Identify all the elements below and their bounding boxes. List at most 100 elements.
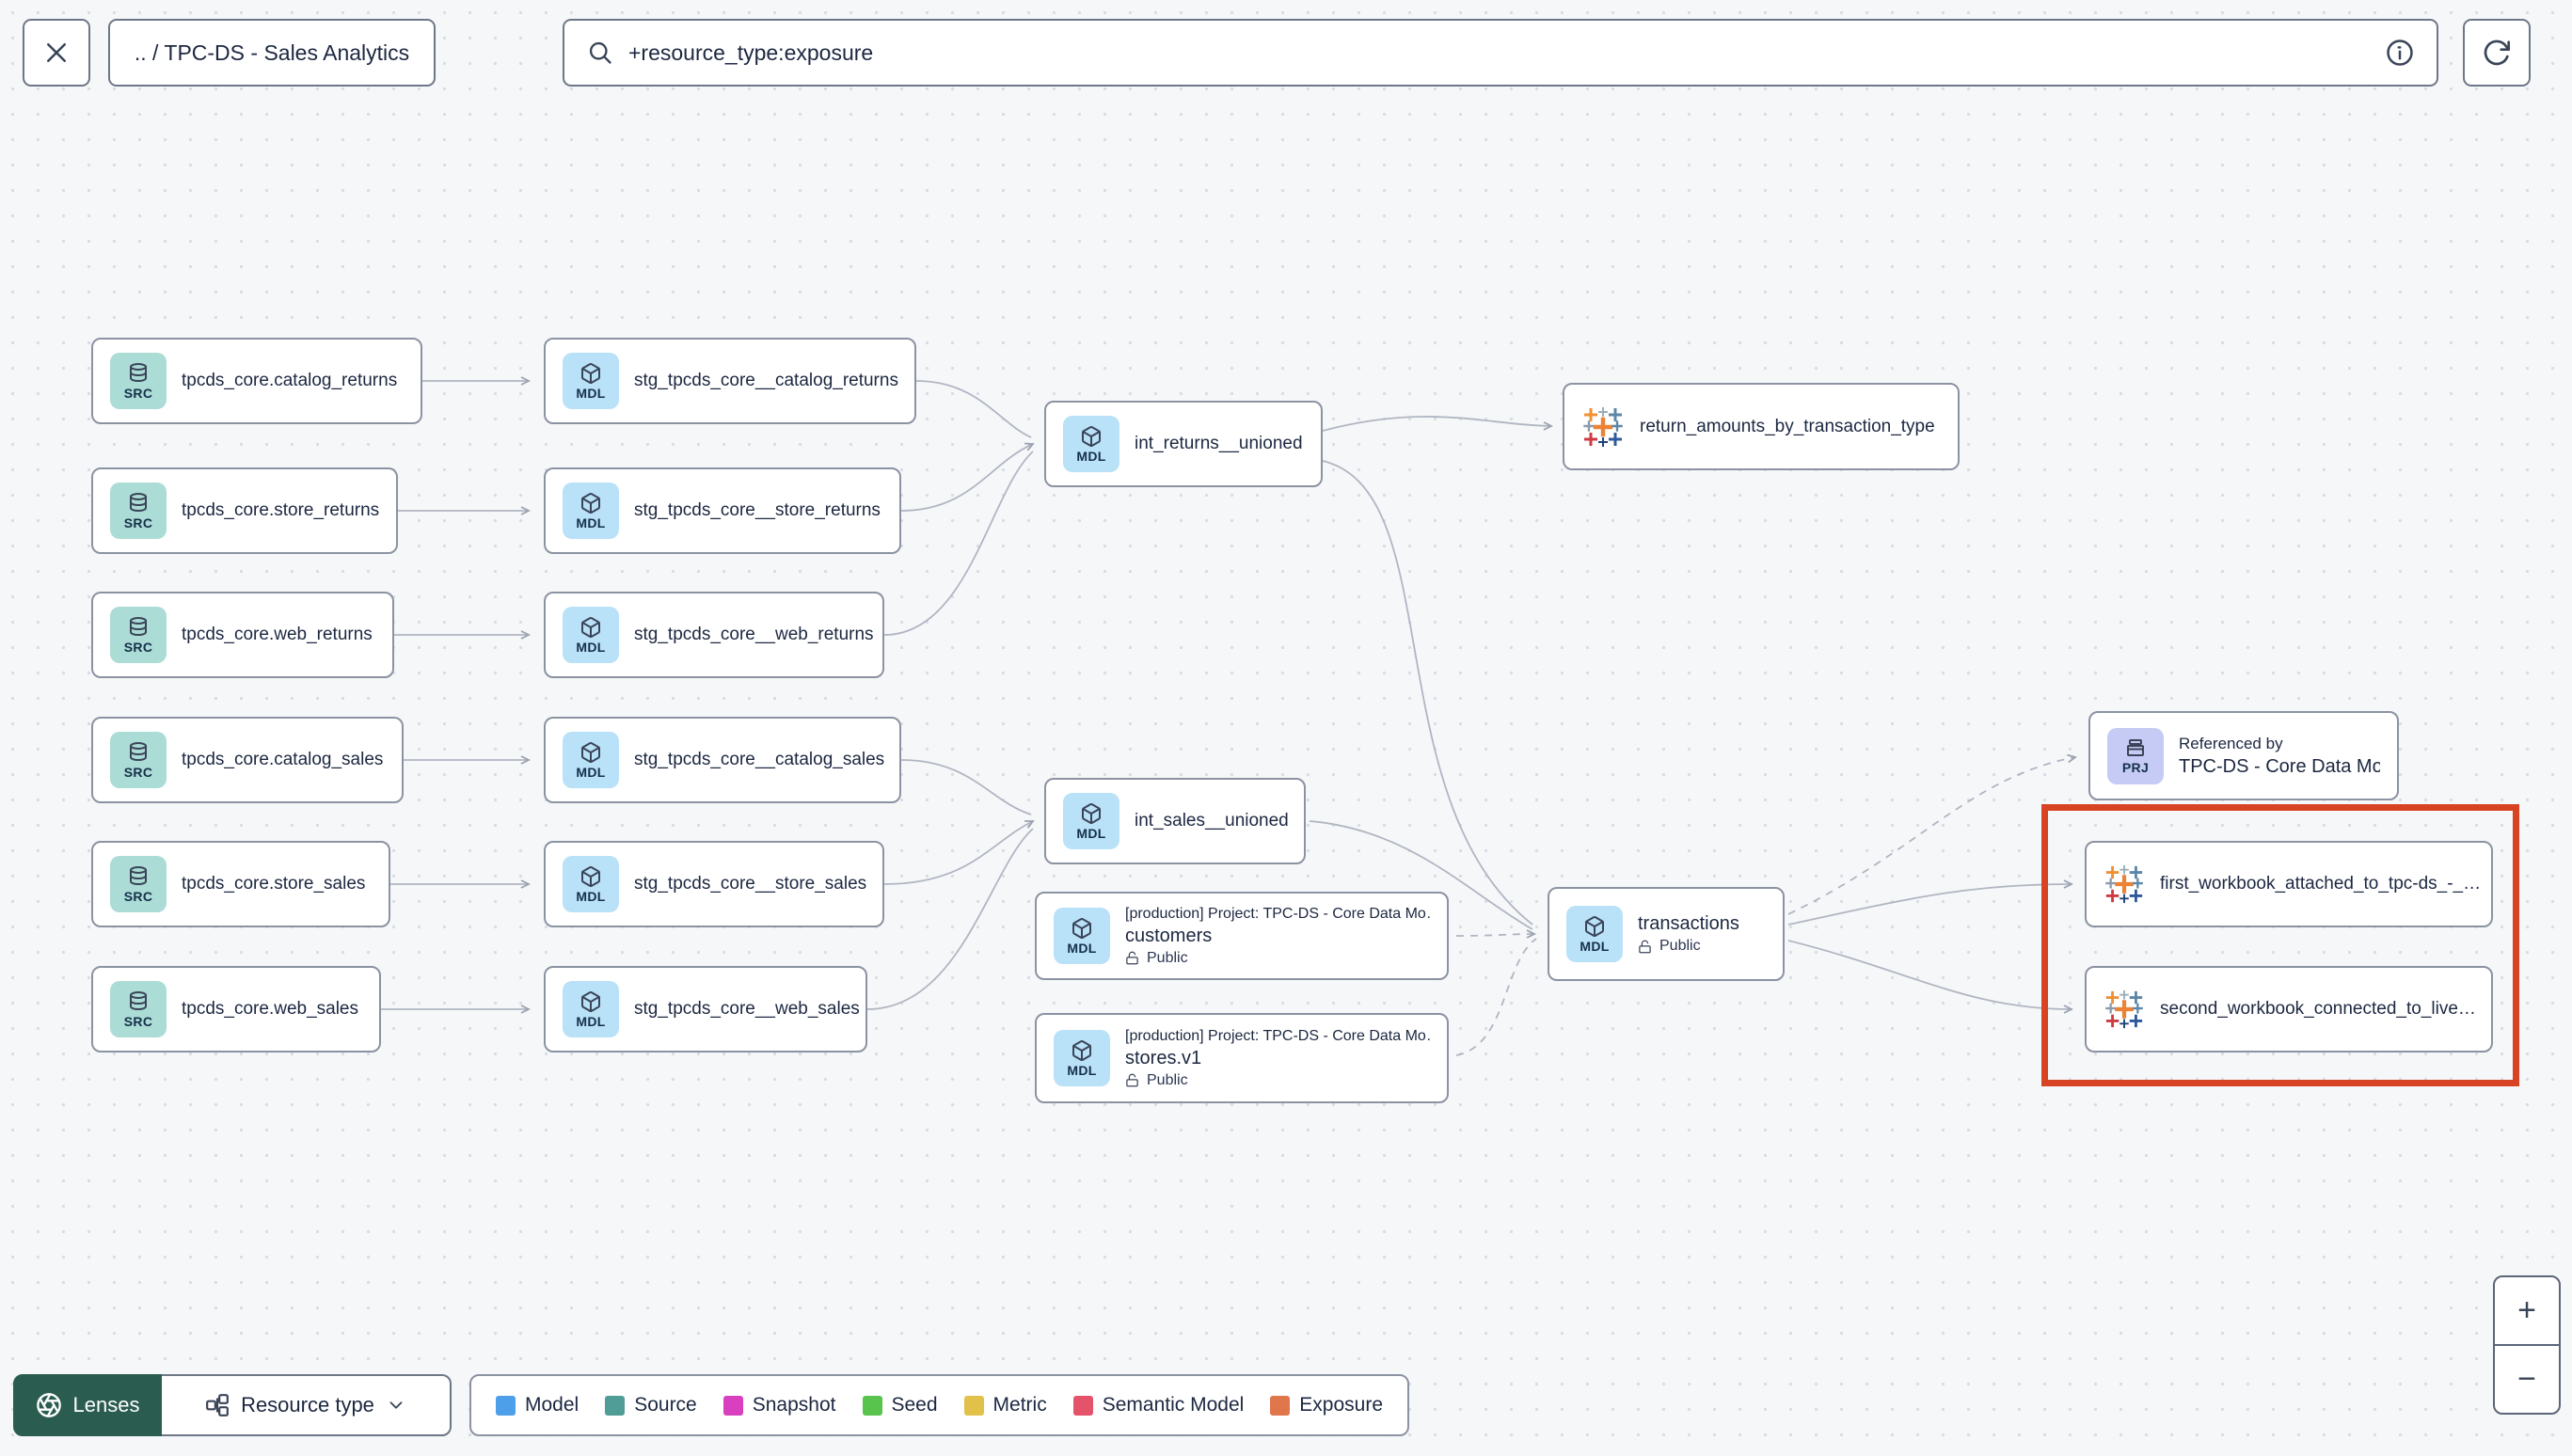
refresh-icon <box>2484 40 2510 66</box>
node-first-workbook-exposure[interactable]: first_workbook_attached_to_tpc-ds_-_… <box>2085 841 2493 927</box>
node-transactions[interactable]: MDL transactions Public <box>1548 887 1785 981</box>
node-label: TPC-DS - Core Data Models <box>2179 755 2380 777</box>
node-stg-web-sales[interactable]: MDL stg_tpcds_core__web_sales <box>544 966 867 1052</box>
model-badge: MDL <box>563 981 619 1037</box>
node-label: return_amounts_by_transaction_type <box>1640 416 1935 436</box>
node-src-store-sales[interactable]: SRC tpcds_core.store_sales <box>91 841 390 927</box>
resource-type-label: Resource type <box>241 1393 374 1416</box>
cube-icon <box>581 990 600 1012</box>
archive-box-icon <box>2127 739 2144 756</box>
tableau-icon <box>2105 989 2143 1029</box>
cube-icon <box>581 741 600 763</box>
access-badge: Public <box>1125 1072 1430 1089</box>
tableau-icon <box>2105 864 2143 904</box>
access-badge: Public <box>1638 938 1739 955</box>
legend-item-seed: Seed <box>862 1394 938 1416</box>
cube-icon <box>581 492 600 514</box>
model-badge: MDL <box>563 353 619 409</box>
node-src-web-returns[interactable]: SRC tpcds_core.web_returns <box>91 592 394 678</box>
legend-item-snapshot: Snapshot <box>722 1394 836 1416</box>
close-button[interactable] <box>23 19 90 87</box>
node-label: stg_tpcds_core__catalog_sales <box>634 750 885 769</box>
database-icon <box>130 616 147 636</box>
node-label: stores.v1 <box>1125 1047 1202 1068</box>
referenced-by-label: Referenced by <box>2179 734 2283 752</box>
node-stg-store-returns[interactable]: MDL stg_tpcds_core__store_returns <box>544 467 901 554</box>
database-icon <box>130 362 147 382</box>
info-icon[interactable] <box>2386 39 2414 67</box>
model-badge: MDL <box>563 856 619 912</box>
node-int-returns-unioned[interactable]: MDL int_returns__unioned <box>1044 401 1323 487</box>
tableau-icon <box>1583 406 1623 447</box>
access-badge: Public <box>1125 950 1430 967</box>
model-badge: MDL <box>1063 793 1119 849</box>
node-referenced-by-project[interactable]: PRJ Referenced by TPC-DS - Core Data Mod… <box>2088 711 2399 800</box>
node-customers[interactable]: MDL [production] Project: TPC-DS - Core … <box>1035 892 1449 980</box>
node-src-catalog-returns[interactable]: SRC tpcds_core.catalog_returns <box>91 338 422 424</box>
cube-icon <box>1072 1039 1091 1061</box>
node-src-web-sales[interactable]: SRC tpcds_core.web_sales <box>91 966 381 1052</box>
node-second-workbook-exposure[interactable]: second_workbook_connected_to_live… <box>2085 966 2493 1052</box>
source-color-swatch <box>605 1395 626 1416</box>
unlock-icon <box>1126 951 1138 965</box>
project-badge: PRJ <box>2107 727 2164 784</box>
node-label: transactions <box>1638 913 1739 934</box>
node-stores-v1[interactable]: MDL [production] Project: TPC-DS - Core … <box>1035 1013 1449 1103</box>
zoom-out-button[interactable]: − <box>2517 1361 2536 1397</box>
refresh-button[interactable] <box>2463 19 2531 87</box>
node-return-amounts-exposure[interactable]: return_amounts_by_transaction_type <box>1563 383 1960 470</box>
seed-color-swatch <box>862 1395 882 1416</box>
legend-item-exposure: Exposure <box>1270 1394 1383 1416</box>
node-project-header: [production] Project: TPC-DS - Core Data… <box>1125 1027 1430 1044</box>
snapshot-color-swatch <box>722 1395 743 1416</box>
model-color-swatch <box>496 1395 516 1416</box>
model-badge: MDL <box>563 483 619 539</box>
node-stg-catalog-sales[interactable]: MDL stg_tpcds_core__catalog_sales <box>544 717 901 803</box>
model-badge: MDL <box>563 732 619 788</box>
cube-icon <box>1585 915 1604 937</box>
node-label: stg_tpcds_core__web_returns <box>634 625 874 644</box>
node-src-store-returns[interactable]: SRC tpcds_core.store_returns <box>91 467 398 554</box>
node-label: int_sales__unioned <box>1135 811 1289 831</box>
cube-icon <box>581 362 600 384</box>
breadcrumb-label: .. / TPC-DS - Sales Analytics <box>134 40 410 65</box>
node-int-sales-unioned[interactable]: MDL int_sales__unioned <box>1044 778 1306 864</box>
exposure-color-swatch <box>1270 1395 1291 1416</box>
source-badge: SRC <box>110 353 167 409</box>
source-badge: SRC <box>110 607 167 663</box>
node-label: second_workbook_connected_to_live… <box>2160 999 2476 1019</box>
unlock-icon <box>1639 940 1651 953</box>
legend: Model Source Snapshot Seed Metric Semant… <box>469 1374 1410 1436</box>
node-label: first_workbook_attached_to_tpc-ds_-_… <box>2160 874 2482 894</box>
search-bar[interactable] <box>563 19 2438 87</box>
node-label: stg_tpcds_core__store_returns <box>634 500 881 520</box>
zoom-in-button[interactable]: + <box>2495 1277 2559 1346</box>
cube-icon <box>581 865 600 887</box>
resource-type-dropdown[interactable]: Resource type <box>162 1374 452 1436</box>
source-badge: SRC <box>110 483 167 539</box>
source-badge: SRC <box>110 732 167 788</box>
legend-item-metric: Metric <box>963 1394 1047 1416</box>
lenses-button[interactable]: Lenses <box>13 1374 162 1436</box>
node-label: tpcds_core.store_sales <box>182 874 366 894</box>
search-icon <box>589 41 611 64</box>
search-input[interactable] <box>628 40 2371 66</box>
node-label: stg_tpcds_core__store_sales <box>634 874 867 894</box>
selection-highlight-box <box>2041 804 2519 1086</box>
unlock-icon <box>1126 1073 1138 1087</box>
node-stg-catalog-returns[interactable]: MDL stg_tpcds_core__catalog_returns <box>544 338 916 424</box>
node-src-catalog-sales[interactable]: SRC tpcds_core.catalog_sales <box>91 717 404 803</box>
cube-icon <box>581 616 600 638</box>
model-badge: MDL <box>1566 906 1623 962</box>
database-icon <box>130 492 147 512</box>
source-badge: SRC <box>110 856 167 912</box>
database-icon <box>130 990 147 1010</box>
node-label: stg_tpcds_core__web_sales <box>634 999 860 1019</box>
node-stg-web-returns[interactable]: MDL stg_tpcds_core__web_returns <box>544 592 884 678</box>
model-badge: MDL <box>1054 908 1110 964</box>
lenses-label: Lenses <box>72 1393 140 1416</box>
node-label: tpcds_core.catalog_returns <box>182 371 398 390</box>
breadcrumb[interactable]: .. / TPC-DS - Sales Analytics <box>108 19 436 87</box>
node-label: stg_tpcds_core__catalog_returns <box>634 371 898 390</box>
node-stg-store-sales[interactable]: MDL stg_tpcds_core__store_sales <box>544 841 884 927</box>
